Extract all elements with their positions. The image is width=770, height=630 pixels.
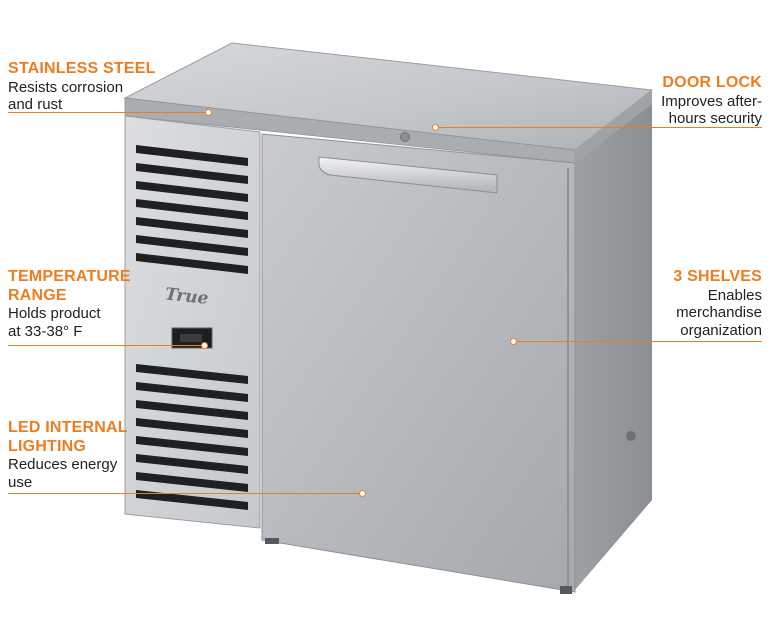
brand-logo: True (164, 284, 210, 308)
callout-desc-line: Enables (707, 286, 762, 304)
callout-desc-line: Resists corrosion (8, 78, 124, 96)
callout-title: RANGE (8, 286, 67, 304)
upper-vents (136, 145, 248, 274)
callout-title: STAINLESS STEEL (8, 60, 156, 77)
callout-title: TEMPERATURE (8, 268, 131, 285)
callout-title: LED INTERNAL (8, 419, 128, 436)
door-handle (318, 156, 498, 194)
callout-desc-line: Holds product (8, 305, 101, 323)
door (261, 133, 576, 593)
callout-desc-line: and rust (8, 96, 63, 114)
marker-led (359, 490, 366, 497)
callout-desc-line: organization (680, 321, 762, 339)
side-port-icon (626, 431, 636, 441)
leader-line-shelves (514, 341, 762, 342)
callout-3-shelves: 3 SHELVES Enables merchandise organizati… (673, 268, 762, 339)
callout-door-lock: DOOR LOCK Improves after- hours security (661, 74, 762, 128)
callout-desc-line: Reduces energy (8, 456, 118, 474)
leader-line-door-lock (436, 127, 762, 128)
callout-desc-line: Improves after- (661, 92, 762, 110)
leader-line-temperature (8, 345, 204, 346)
marker-door-lock (432, 124, 439, 131)
marker-stainless (205, 109, 212, 116)
right-side-panel (575, 90, 652, 590)
callout-desc-line: hours security (668, 110, 762, 128)
leader-line-stainless (8, 112, 208, 113)
callout-title: 3 SHELVES (673, 268, 762, 285)
callout-temperature-range: TEMPERATURE RANGE Holds product at 33-38… (8, 268, 131, 341)
callout-stainless-steel: STAINLESS STEEL Resists corrosion and ru… (8, 60, 156, 114)
callout-desc-line: merchandise (676, 304, 762, 322)
lock-icon (400, 132, 410, 142)
callout-led-lighting: LED INTERNAL LIGHTING Reduces energy use (8, 419, 128, 492)
callout-desc-line: use (8, 473, 33, 491)
callout-desc-line: at 33-38° F (8, 322, 83, 340)
marker-temperature (201, 342, 208, 349)
leader-line-led (8, 493, 363, 494)
marker-shelves (510, 338, 517, 345)
callout-title: DOOR LOCK (662, 74, 762, 91)
lower-vents (136, 364, 248, 510)
callout-title: LIGHTING (8, 437, 87, 455)
